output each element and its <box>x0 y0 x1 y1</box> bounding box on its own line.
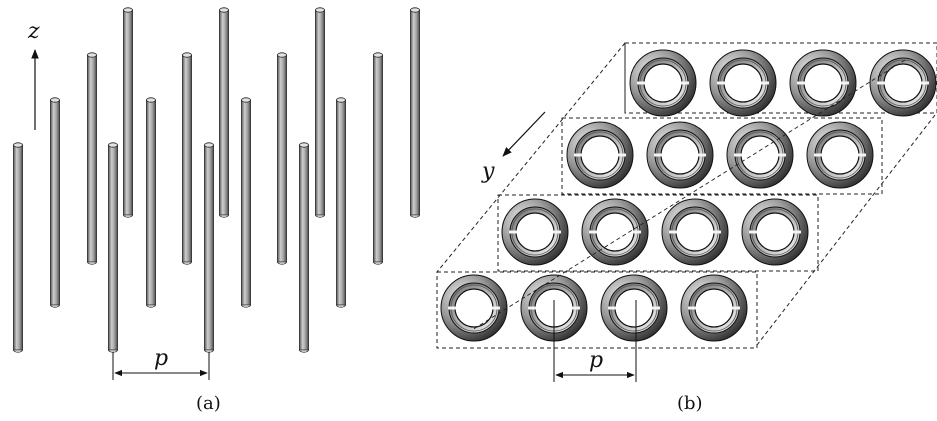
split-ring-resonator <box>501 198 569 266</box>
srr-row <box>436 271 758 349</box>
wire <box>50 97 60 308</box>
wire <box>146 97 156 308</box>
diagonal-guide-line <box>471 59 906 331</box>
srr-row <box>561 117 883 195</box>
wire <box>373 52 383 265</box>
row-bounding-box <box>624 42 937 114</box>
split-ring-resonator <box>646 121 714 189</box>
row-bounding-box <box>561 117 883 195</box>
wire <box>241 97 251 308</box>
split-ring-resonator <box>680 274 748 342</box>
wire-group <box>13 7 420 353</box>
wire <box>87 52 97 265</box>
split-ring-resonator <box>581 198 649 266</box>
panel-b-srr-array: y p (b) <box>436 42 937 414</box>
row-bounding-box <box>497 194 819 272</box>
z-axis-label: z <box>27 19 40 44</box>
wire <box>108 142 118 353</box>
panel-a-wire-array: z p (a) <box>13 7 420 414</box>
split-ring-resonator <box>709 49 777 117</box>
period-label-b: p <box>589 348 603 373</box>
y-axis-arrow <box>502 111 546 157</box>
split-ring-resonator <box>869 49 937 117</box>
wire <box>336 97 346 308</box>
split-ring-resonator <box>741 198 809 266</box>
split-ring-resonator <box>726 121 794 189</box>
wire <box>182 52 192 265</box>
wire <box>219 7 229 218</box>
split-ring-resonator <box>629 49 697 117</box>
wire <box>315 7 325 218</box>
wire <box>123 7 133 218</box>
split-ring-resonator <box>661 198 729 266</box>
split-ring-resonator <box>566 121 634 189</box>
y-axis-label: y <box>481 159 495 184</box>
split-ring-resonator <box>789 49 857 117</box>
wire <box>299 142 309 353</box>
split-ring-resonator <box>600 274 668 342</box>
srr-row <box>624 42 937 117</box>
wire <box>410 7 420 218</box>
wire <box>13 142 23 353</box>
split-ring-resonator <box>806 121 874 189</box>
caption-a: (a) <box>196 393 221 414</box>
wire <box>204 142 214 353</box>
split-ring-resonator <box>440 274 508 342</box>
srr-rows <box>436 42 937 349</box>
caption-b: (b) <box>677 393 703 414</box>
wire <box>277 52 287 265</box>
row-bounding-box <box>436 271 758 349</box>
period-label-a: p <box>154 346 168 371</box>
srr-row <box>497 194 819 272</box>
